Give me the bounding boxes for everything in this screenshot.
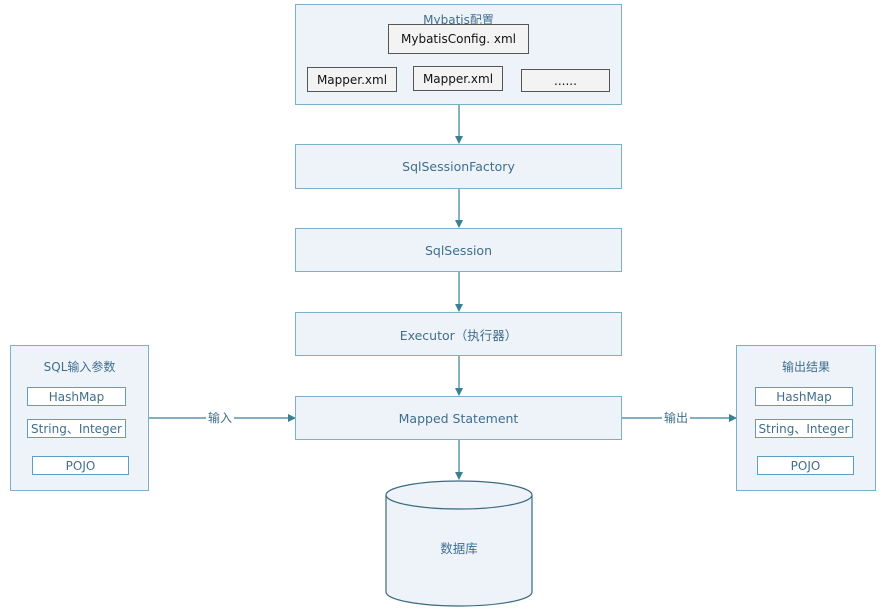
input-pojo-box: POJO [32, 456, 129, 475]
mapped-statement-box: Mapped Statement [295, 396, 622, 440]
output-results-title: 输出结果 [781, 360, 830, 374]
mapper-box-more: ...... [521, 69, 610, 92]
config-group-title: Mybatis配置 [423, 13, 494, 27]
output-string-integer-box: String、Integer [755, 419, 853, 438]
executor-box: Executor（执行器） [295, 312, 622, 356]
sqlsession-box: SqlSession [295, 228, 622, 272]
mapper-box-2: Mapper.xml [413, 66, 503, 91]
output-hashmap-box: HashMap [755, 387, 853, 406]
config-file-box: MybatisConfig. xml [388, 24, 529, 54]
input-string-integer-box: String、Integer [27, 419, 126, 438]
mapper-box-1: Mapper.xml [307, 67, 397, 92]
input-params-title: SQL输入参数 [43, 360, 116, 374]
sqlsessionfactory-box: SqlSessionFactory [295, 144, 622, 189]
output-edge-label: 输出 [662, 411, 691, 425]
output-pojo-box: POJO [757, 456, 854, 475]
database-cylinder [385, 480, 533, 607]
input-edge-label: 输入 [206, 411, 235, 425]
input-hashmap-box: HashMap [27, 387, 126, 406]
database-label: 数据库 [440, 541, 478, 556]
